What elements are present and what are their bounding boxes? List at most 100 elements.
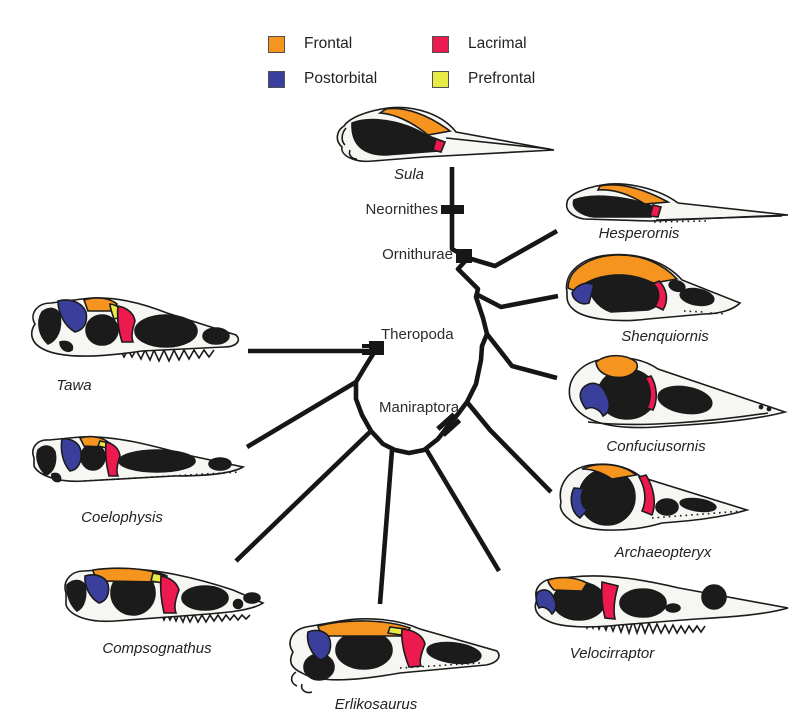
lacrimal-patch [116,305,136,343]
temporal-fenestra [36,445,57,476]
skull-erlikosaurus [278,610,506,703]
legend-item-frontal: Frontal [268,35,352,53]
teeth-row [399,662,481,669]
legend-label: Frontal [304,35,353,52]
sula-skull-drawing [336,106,555,163]
lacrimal-patch [104,440,121,477]
branch-coelophysis [245,380,358,449]
beak-dot [758,404,764,410]
snout-fenestra [679,287,715,307]
postorbital-patch [84,574,110,604]
taxon-label-sula: Sula [393,166,425,183]
archaeopteryx-skull-drawing [559,463,750,531]
skull-shenquiornis [556,248,792,333]
skull-confuciusornis [558,350,792,439]
postorbital-swatch [268,70,285,88]
node-markers [362,205,472,437]
prefrontal-swatch [432,70,449,88]
teeth-row [83,471,241,482]
naris [679,497,717,513]
postorbital-patch [60,438,82,472]
legend-item-postorbital: Postorbital [268,70,377,88]
frontal-patch [547,576,589,592]
naris [208,457,232,471]
antorbital-fenestra [619,588,667,618]
jaw-line [587,412,769,426]
lacrimal-patch [432,137,447,153]
temporal-fenestra [66,579,87,612]
erlikosaurus-skull-drawing [289,618,500,694]
branch-shenquiornis [474,291,559,310]
frontal-swatch [268,35,285,53]
postorbital-patch [571,282,595,305]
branch-hesperornis [467,228,559,269]
legend-label: Prefrontal [468,70,536,87]
taxon-label-compsognathus: Compsognathus [102,640,212,657]
neornithes-node-marker [441,205,464,214]
branch-archaeopteryx [465,400,553,494]
antorbital-fenestra [655,498,679,516]
velocirraptor-skull-drawing [534,575,789,636]
taxon-label-velocirraptor: Velocirraptor [569,645,655,662]
antorbital-fenestra [118,449,196,473]
skull-sula [326,98,558,173]
postorbital-patch [570,487,589,520]
nasal-patch [668,279,686,293]
skull-tawa [20,290,242,379]
frontal-patch [567,254,679,292]
postorbital-patch [57,299,88,333]
ornithurae-node-marker [456,249,472,263]
naris [243,592,261,604]
branch-compsognathus [234,429,373,563]
beak-line [445,137,551,150]
rear-detail [341,127,358,160]
taxon-label-shenquiornis: Shenquiornis [621,328,709,345]
lacrimal-patch [600,580,619,620]
postorbital-patch [535,589,557,616]
hesperornis-skull-drawing [565,183,789,223]
lacrimal-patch [401,628,426,668]
coelophysis-skull-drawing [32,435,246,483]
maxillary-fenestra [665,603,681,613]
skull-coelophysis [22,430,247,505]
tree-spine [353,167,490,456]
taxon-label-coelophysis: Coelophysis [81,509,163,526]
branch-velocirraptor [424,447,501,573]
frontal-patch [317,620,412,637]
lacrimal-patch [648,204,663,218]
tawa-skull-drawing [30,297,240,363]
orbit [80,443,106,471]
legend-item-lacrimal: Lacrimal [432,35,527,53]
taxon-label-confuciusornis: Confuciusornis [606,438,706,455]
beak-dot [766,406,772,412]
teeth-row [651,510,743,519]
taxon-label-tawa: Tawa [56,377,92,394]
antorbital-fenestra [134,314,198,348]
clade-label-ornithurae: Ornithurae [382,246,453,263]
lacrimal-patch [637,474,655,517]
taxon-label-archaeopteryx: Archaeopteryx [614,544,712,561]
legend-item-prefrontal: Prefrontal [432,70,535,88]
frontal-patch [595,354,639,379]
compsognathus-skull-drawing [64,567,265,624]
taxon-label-hesperornis: Hesperornis [598,225,680,242]
lacrimal-swatch [432,35,449,53]
clade-label-maniraptora: Maniraptora [379,399,460,416]
skull-archaeopteryx [550,460,790,543]
maxillary-fenestra [232,598,244,610]
orbit [85,314,119,346]
antorbital-fenestra [181,585,229,611]
beak-line [655,215,783,221]
lacrimal-patch [651,280,668,312]
lacrimal-patch [643,375,657,411]
branch-confuciusornis [485,332,558,381]
taxon-label-erlikosaurus: Erlikosaurus [334,696,418,713]
tree-branches [234,167,559,605]
theropoda-node-marker [362,341,384,355]
skull-velocirraptor [524,570,792,647]
clade-label-theropoda: Theropoda [381,326,454,343]
clade-label-neornithes: Neornithes [365,201,438,218]
legend-label: Lacrimal [468,35,527,52]
